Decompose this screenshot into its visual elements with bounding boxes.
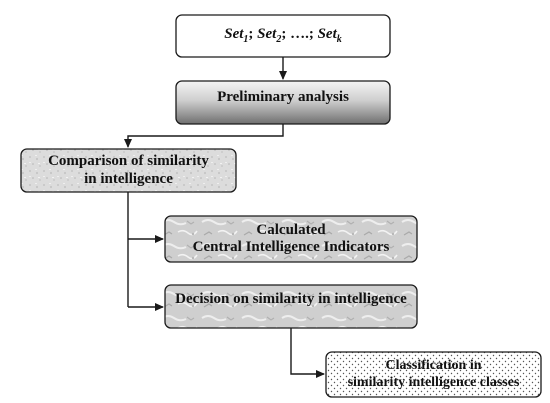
- calculated-indicators-label: Calculated Central Intelligence Indicato…: [165, 216, 417, 262]
- classification-line-1: Classification in: [385, 358, 482, 374]
- set-2-name: Set: [257, 26, 277, 43]
- decision-text: Decision on similarity in intelligence: [175, 291, 407, 308]
- preliminary-analysis-label: Preliminary analysis: [176, 81, 390, 115]
- set-1-name: Set: [224, 26, 244, 43]
- classification-line-2: similarity intelligence classes: [347, 374, 520, 390]
- preliminary-analysis-text: Preliminary analysis: [217, 89, 349, 106]
- set-2-separator: ; ….: [281, 26, 309, 43]
- sets-label: Set1; Set2; ….; Setk: [176, 15, 390, 57]
- comparison-label: Comparison of similarity in intelligence: [21, 149, 236, 192]
- ellipsis-separator: ;: [308, 26, 318, 43]
- set-1-separator: ;: [248, 26, 258, 43]
- set-k-name: Set: [317, 26, 337, 43]
- calculated-line-2: Central Intelligence Indicators: [192, 239, 390, 255]
- comparison-line-1: Comparison of similarity: [48, 153, 209, 170]
- classification-label: Classification in similarity intelligenc…: [326, 352, 541, 397]
- calculated-line-1: Calculated: [256, 221, 326, 238]
- decision-label: Decision on similarity in intelligence: [165, 285, 417, 315]
- set-2-subscript: 2: [276, 34, 282, 46]
- connector-decision-to-classification: [290, 328, 325, 378]
- set-k-subscript: k: [336, 34, 342, 46]
- classification-box: [325, 351, 542, 398]
- calculated-indicators-box: [164, 215, 418, 263]
- comparison-line-2: in intelligence: [84, 170, 173, 187]
- connector-preliminary-to-comparison: [124, 124, 284, 148]
- set-1-subscript: 1: [243, 34, 249, 46]
